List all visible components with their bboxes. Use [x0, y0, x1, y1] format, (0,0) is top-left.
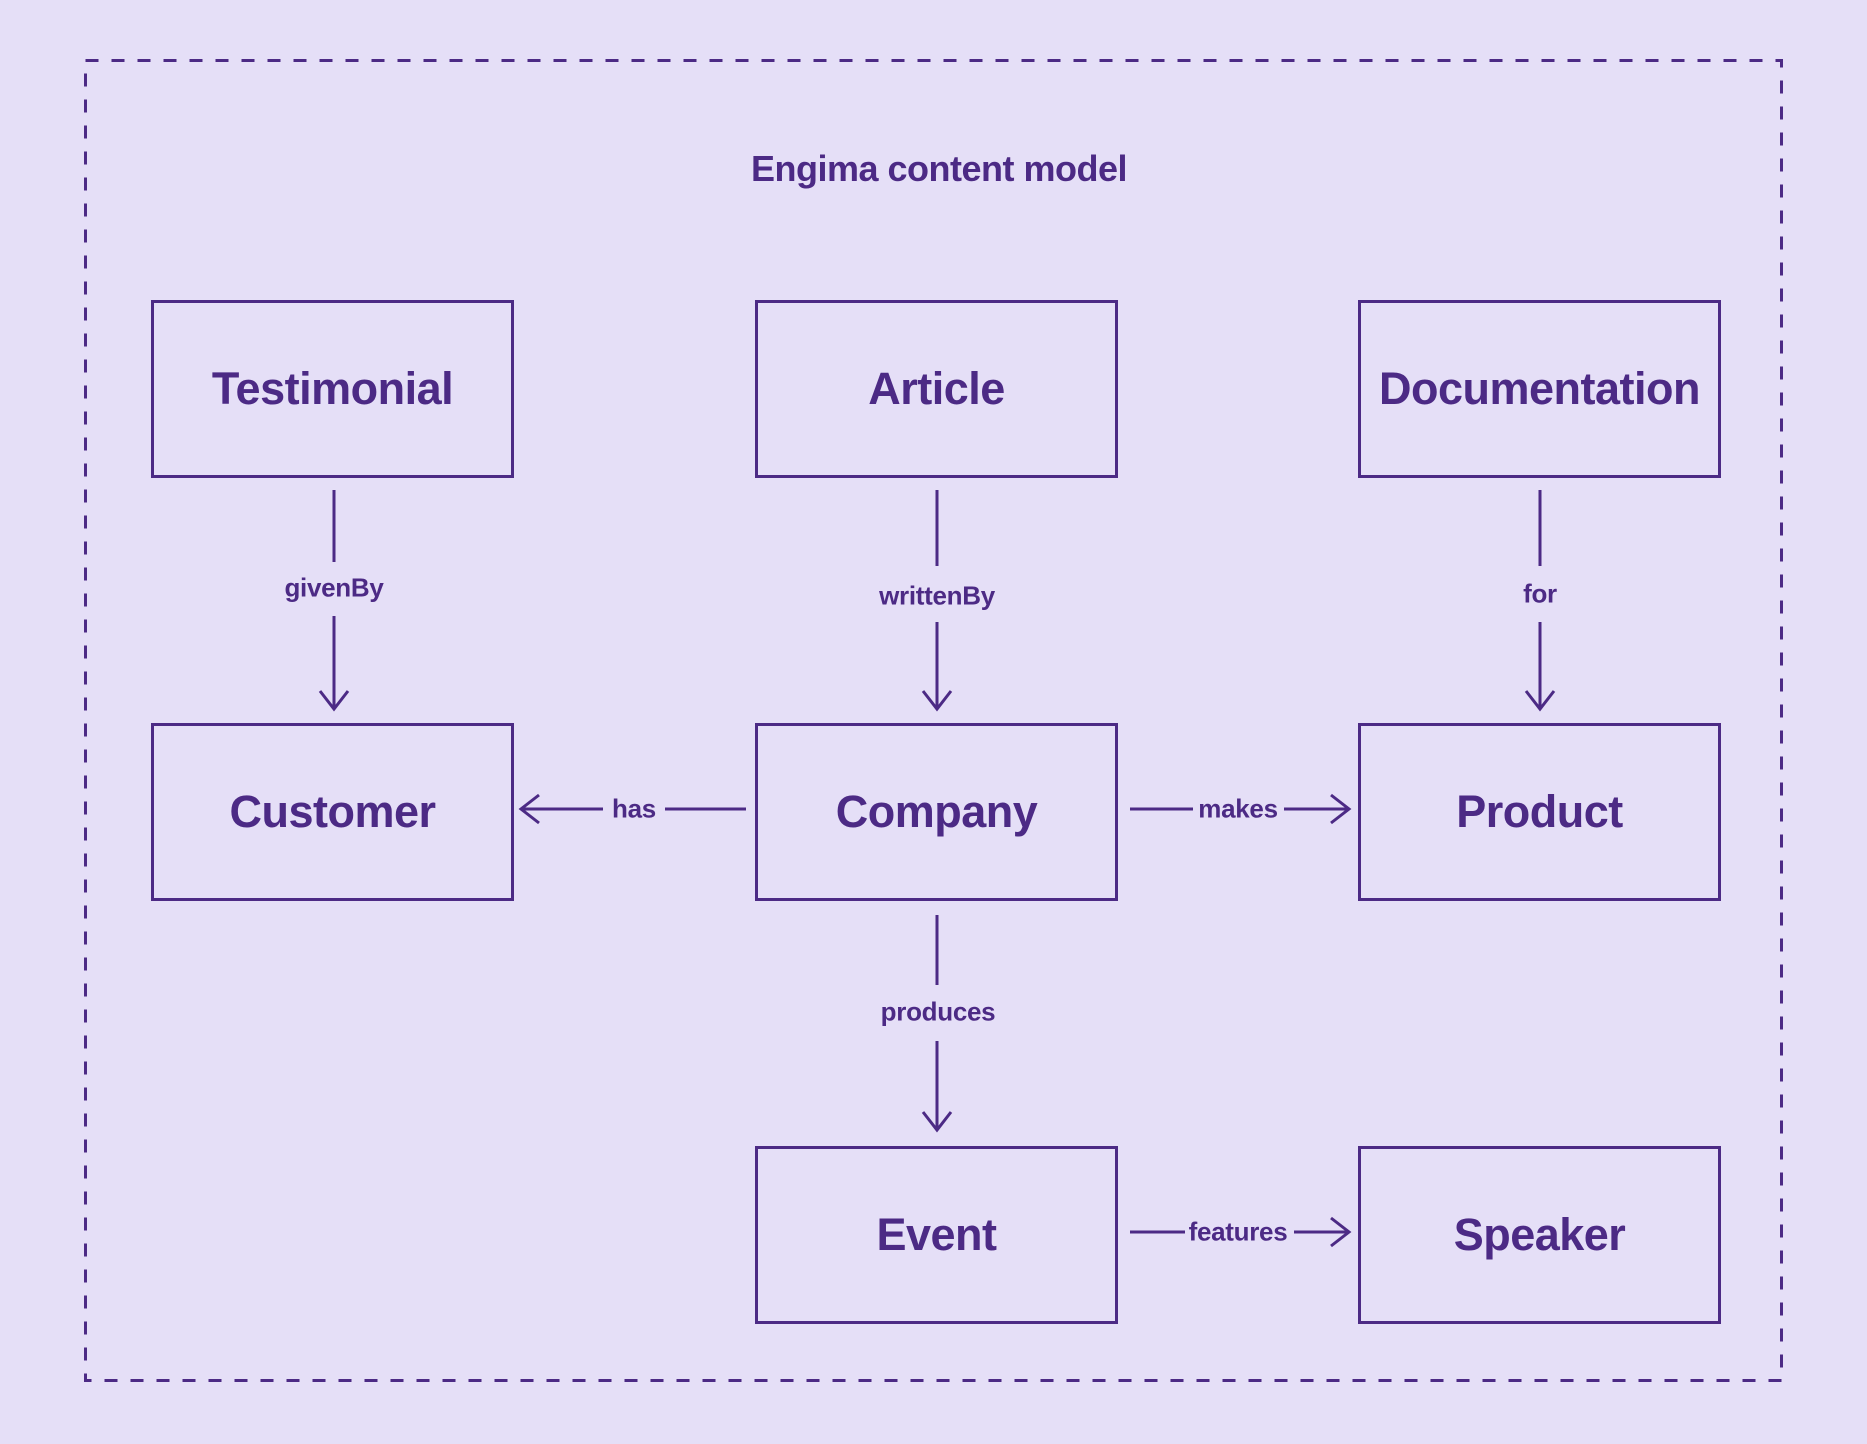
- node-label: Company: [835, 786, 1038, 837]
- node-customer: Customer: [151, 723, 514, 901]
- edge-features-arrow: [1130, 1216, 1352, 1248]
- node-speaker: Speaker: [1358, 1146, 1721, 1324]
- node-article: Article: [755, 300, 1118, 478]
- node-label: Event: [876, 1209, 997, 1260]
- node-label: Customer: [229, 786, 436, 837]
- node-testimonial: Testimonial: [151, 300, 514, 478]
- edge-makes-arrow: [1130, 793, 1352, 825]
- diagram-title: Engima content model: [750, 148, 1128, 189]
- edge-givenby-arrow: [318, 490, 350, 712]
- node-label: Product: [1456, 786, 1623, 837]
- node-event: Event: [755, 1146, 1118, 1324]
- edge-label-givenby: givenBy: [284, 572, 384, 603]
- node-product: Product: [1358, 723, 1721, 901]
- edge-writtenby-arrow: [921, 490, 953, 712]
- node-label: Article: [868, 363, 1005, 414]
- edge-label-produces: produces: [880, 996, 996, 1027]
- edge-produces-arrow: [921, 915, 953, 1133]
- edge-label-for: for: [1523, 578, 1557, 609]
- node-label: Speaker: [1453, 1209, 1626, 1260]
- node-company: Company: [755, 723, 1118, 901]
- node-label: Testimonial: [211, 363, 454, 414]
- edge-label-has: has: [612, 793, 656, 824]
- edge-has-arrow: [518, 793, 746, 825]
- node-label: Documentation: [1378, 363, 1701, 414]
- edge-label-writtenby: writtenBy: [879, 580, 995, 611]
- edge-label-makes: makes: [1198, 793, 1278, 824]
- node-documentation: Documentation: [1358, 300, 1721, 478]
- edge-label-features: features: [1188, 1216, 1288, 1247]
- edge-for-arrow: [1524, 490, 1556, 712]
